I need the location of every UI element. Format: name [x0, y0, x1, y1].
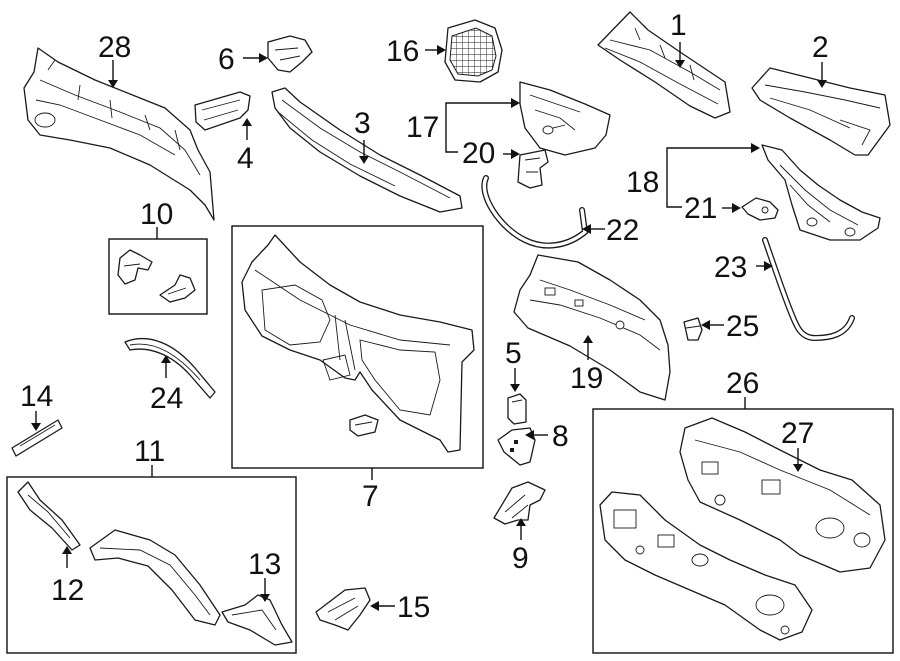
part-11-reinforcement[interactable] [89, 529, 221, 626]
callout-4: 4 [237, 142, 254, 175]
callout-24: 24 [150, 382, 183, 415]
leader-25 [701, 320, 724, 330]
leader-14 [31, 411, 41, 431]
callout-20: 20 [462, 137, 495, 170]
leader-8 [525, 430, 548, 440]
part-27-insulator[interactable] [679, 417, 886, 573]
leader-2 [817, 62, 827, 88]
callout-2: 2 [812, 31, 829, 64]
part-4-bracket[interactable] [194, 91, 251, 131]
part-9-bracket[interactable] [493, 481, 546, 525]
callout-10: 10 [140, 198, 173, 231]
group-box-26 [592, 408, 894, 654]
part-6-bracket[interactable] [267, 35, 313, 73]
part-20-bracket[interactable] [517, 149, 549, 189]
callout-16: 16 [386, 35, 419, 68]
callout-17: 17 [406, 111, 439, 144]
part-22-seal[interactable] [481, 175, 589, 249]
part-7-bracket[interactable] [349, 414, 379, 437]
callout-26: 26 [726, 367, 759, 400]
callout-3: 3 [354, 107, 371, 140]
leader-1 [675, 42, 685, 68]
callout-22: 22 [606, 214, 639, 247]
leader-9 [516, 518, 526, 540]
callout-5: 5 [505, 337, 522, 370]
part-12-reinforcement[interactable] [17, 481, 81, 551]
callout-1: 1 [670, 9, 687, 42]
leader-13 [260, 578, 270, 602]
part-16-mesh-filter[interactable] [444, 19, 503, 83]
leader-17 [445, 98, 520, 153]
leader-23 [756, 261, 773, 271]
callout-11: 11 [134, 435, 165, 468]
callout-7: 7 [362, 480, 379, 513]
leader-21 [722, 203, 741, 213]
leader-3 [359, 140, 369, 164]
callout-19: 19 [570, 362, 603, 395]
callout-23: 23 [714, 251, 747, 284]
callout-14: 14 [20, 380, 53, 413]
group-box-7 [231, 225, 484, 469]
callout-27: 27 [781, 417, 814, 450]
part-17-cowl-side-panel[interactable] [519, 81, 611, 156]
leader-6 [243, 53, 268, 63]
part-19-dash-panel[interactable] [513, 254, 671, 401]
callout-6: 6 [218, 43, 235, 76]
callout-21: 21 [684, 192, 717, 225]
part-7-cowl-panel[interactable] [241, 234, 475, 453]
part-25-clip[interactable] [683, 317, 703, 341]
callout-28: 28 [98, 31, 131, 64]
callout-25: 25 [726, 310, 759, 343]
leader-15 [370, 601, 395, 611]
part-13-bracket[interactable] [221, 594, 293, 646]
callout-15: 15 [397, 591, 430, 624]
callout-12: 12 [51, 574, 84, 607]
leader-20 [503, 149, 520, 159]
leader-28 [108, 60, 118, 88]
leader-12 [62, 546, 72, 568]
leader-22 [582, 224, 605, 234]
leader-4 [242, 118, 252, 140]
part-28-left-side-panel[interactable] [23, 47, 215, 221]
callout-13: 13 [248, 548, 281, 581]
callout-8: 8 [552, 420, 569, 453]
part-23-seal[interactable] [762, 237, 855, 342]
part-24-curved-brace[interactable] [124, 338, 216, 399]
part-10-bracket-b[interactable] [159, 274, 196, 303]
callout-18: 18 [626, 166, 659, 199]
part-18-right-side-panel[interactable] [761, 144, 881, 241]
part-26-insulator[interactable] [599, 491, 813, 641]
leader-18 [666, 143, 760, 208]
part-1-cowl-grille[interactable] [597, 11, 731, 119]
part-15-bracket[interactable] [315, 587, 371, 631]
leader-24 [161, 355, 171, 378]
group-box-10 [108, 238, 208, 315]
part-14-strip[interactable] [11, 419, 63, 457]
part-8-bracket[interactable] [497, 427, 536, 466]
leader-27 [793, 448, 803, 472]
part-2-cowl-grille[interactable] [751, 67, 891, 156]
callout-9: 9 [512, 542, 529, 575]
part-3-cowl-top[interactable] [271, 87, 463, 213]
leader-19 [583, 335, 593, 360]
leader-5 [510, 368, 520, 392]
part-5-insulator[interactable] [507, 393, 527, 425]
leader-16 [425, 45, 446, 55]
part-21-bracket[interactable] [741, 197, 779, 221]
part-10-bracket-a[interactable] [117, 249, 153, 285]
